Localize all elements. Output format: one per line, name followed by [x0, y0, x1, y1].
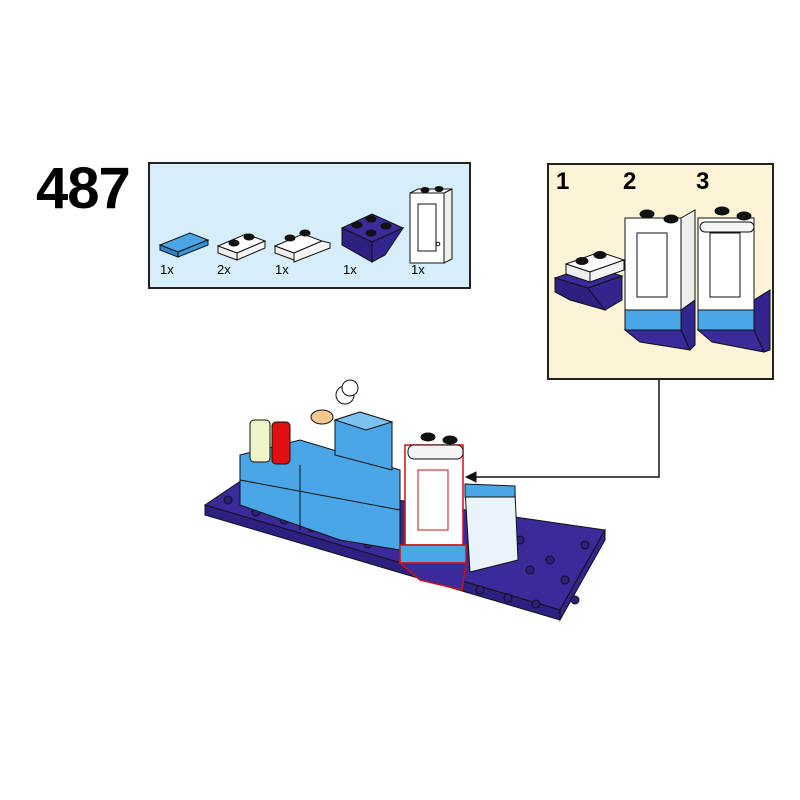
sub-step-1-model: [553, 251, 626, 311]
part-plate-white: [216, 233, 267, 261]
part-tile-light-blue: [158, 232, 210, 258]
part-qty: 1x: [411, 262, 425, 277]
part-slope-purple: [340, 213, 405, 263]
highlighted-new-part: [397, 432, 467, 591]
bottle-red: [271, 421, 291, 465]
sub-step-number: 2: [623, 168, 637, 195]
sub-step-number: 1: [556, 168, 570, 195]
callout-line: [470, 380, 660, 478]
part-qty: 1x: [275, 262, 289, 277]
part-window-frame-white: [409, 186, 453, 264]
step-number: 487: [36, 156, 131, 221]
part-qty: 1x: [160, 262, 174, 277]
part-plate-handle-white: [273, 229, 331, 263]
part-qty: 2x: [217, 262, 231, 277]
part-qty: 1x: [343, 262, 357, 277]
main-model: [203, 379, 606, 622]
cup-tan: [310, 409, 334, 425]
callout-arrow-icon: [464, 471, 477, 483]
sub-step-2-model: [623, 209, 696, 351]
bottle-yellow: [249, 419, 271, 463]
sub-step-number: 3: [696, 168, 710, 195]
sub-step-3-model: [696, 206, 771, 353]
